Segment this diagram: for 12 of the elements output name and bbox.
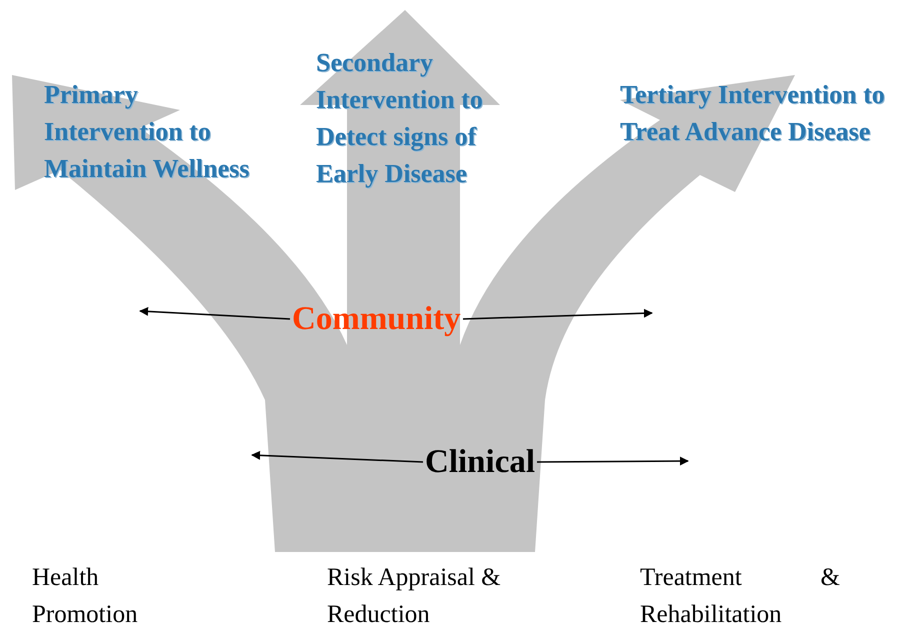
node-label: Community [292, 300, 461, 338]
arrow [251, 450, 424, 463]
stage-label: Treatment & Rehabilitation [640, 563, 840, 629]
node-label: Clinical [425, 443, 536, 481]
arrow [537, 456, 689, 466]
branch-label: Secondary Intervention to Detect signs of Early Disease [316, 47, 484, 190]
branch-label: Primary Intervention to Maintain Wellness [44, 79, 250, 185]
branch-label: Tertiary Intervention to Treat Advance Disease [620, 79, 886, 148]
arrow [462, 308, 653, 320]
stage-label: Risk Appraisal & Reduction [327, 563, 502, 629]
arrow [139, 306, 290, 320]
stage-label: Health Promotion [32, 563, 139, 629]
